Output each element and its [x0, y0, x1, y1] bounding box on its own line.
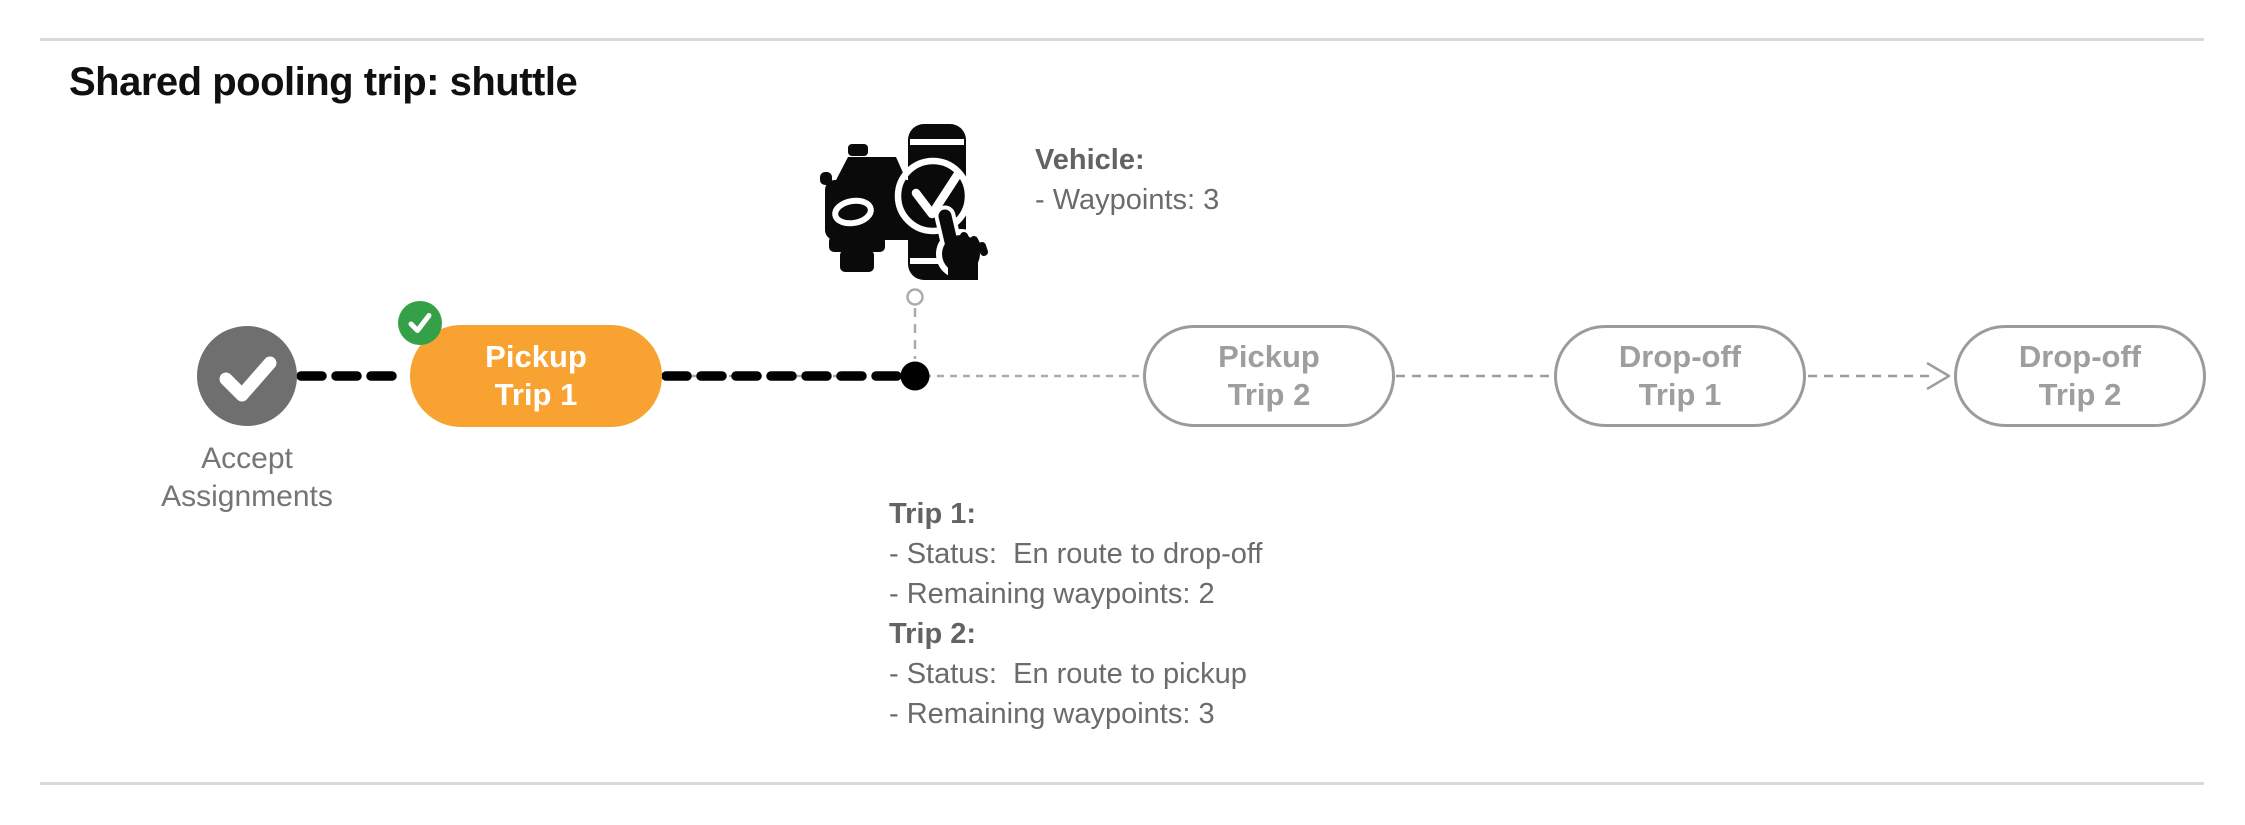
vehicle-annotation: Vehicle: - Waypoints: 3	[1035, 140, 1219, 220]
taxi-phone-check-icon	[820, 124, 991, 280]
trip2-status-line: - Status: En route to pickup	[889, 658, 1247, 690]
pointing-hand-shape	[934, 205, 991, 280]
headlight-shape	[832, 197, 874, 227]
check-icon	[911, 169, 963, 219]
trip1-status-line: - Status: En route to drop-off	[889, 538, 1263, 570]
trip2-heading: Trip 2:	[889, 618, 977, 650]
check-icon	[219, 356, 277, 402]
page-title: Shared pooling trip: shuttle	[69, 60, 578, 104]
trip2-waypoints-line: - Remaining waypoints: 3	[889, 698, 1215, 730]
trips-annotation: Trip 1: - Status: En route to drop-off -…	[889, 494, 1262, 734]
node-accept-assignments	[197, 326, 297, 426]
arrowhead-icon	[1926, 361, 1951, 391]
vehicle-position-dot	[900, 361, 930, 391]
check-ring-icon	[894, 157, 972, 235]
node-accept-assignments-label: Accept Assignments	[161, 442, 333, 513]
node-dropoff-trip-2-label: Drop-off Trip 2	[2018, 339, 2142, 412]
trip1-waypoints-line: - Remaining waypoints: 2	[889, 578, 1215, 610]
check-icon	[408, 313, 432, 333]
node-dropoff-trip-1: Drop-off Trip 1	[1554, 325, 1806, 427]
node-dropoff-trip-1-label: Drop-off Trip 1	[1618, 339, 1742, 412]
vehicle-annotation-heading: Vehicle:	[1035, 144, 1145, 176]
node-dropoff-trip-2: Drop-off Trip 2	[1954, 325, 2206, 427]
completed-check-badge	[398, 301, 442, 345]
node-pickup-trip-2-label: Pickup Trip 2	[1218, 339, 1320, 412]
trip1-heading: Trip 1:	[889, 498, 977, 530]
node-pickup-trip-2: Pickup Trip 2	[1143, 325, 1395, 427]
node-pickup-trip-1: Pickup Trip 1	[410, 325, 662, 427]
node-pickup-trip-1-label: Pickup Trip 1	[485, 339, 587, 412]
top-divider	[40, 38, 2204, 41]
vehicle-stem-circle	[906, 288, 924, 306]
vehicle-waypoints-line: - Waypoints: 3	[1035, 184, 1220, 216]
bottom-divider	[40, 782, 2204, 785]
